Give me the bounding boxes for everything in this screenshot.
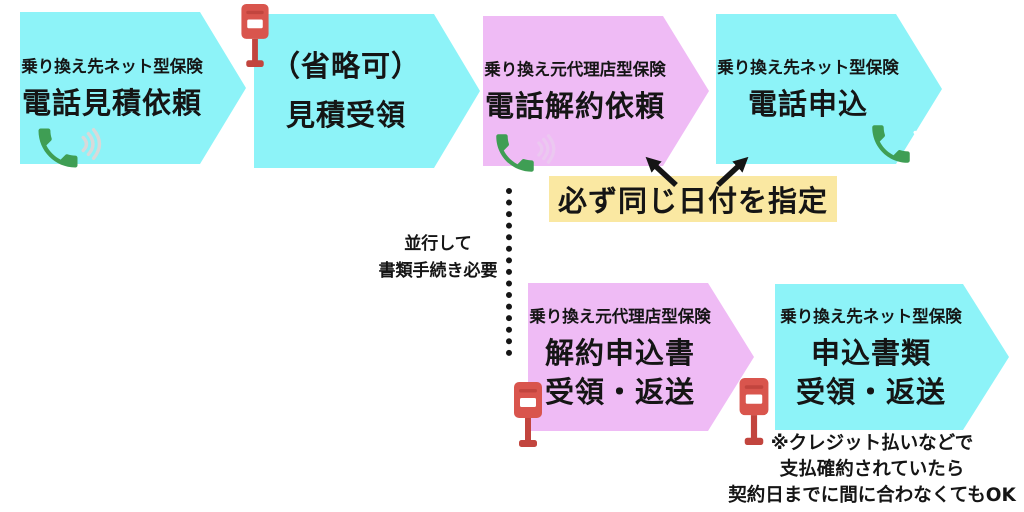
step-tag: 乗り換え元代理店型保険 — [484, 60, 666, 79]
parallel-note: 並行して 書類手続き必要 — [372, 231, 504, 285]
step-phone-quote-request: 乗り換え先ネット型保険 電話見積依頼 — [20, 12, 246, 164]
mailbox-icon — [240, 4, 270, 68]
step-line: 電話申込 — [747, 87, 868, 121]
step-line: 電話解約依頼 — [484, 89, 665, 123]
parallel-note-line: 並行して — [404, 234, 472, 254]
credit-payment-footnote: ※クレジット払いなどで 支払確約されていたら 契約日までに間に合わなくてもOK — [722, 431, 1022, 509]
parallel-dotted-line — [506, 188, 512, 356]
footnote-line: 支払確約されていたら — [779, 459, 965, 480]
mailbox-icon — [512, 382, 544, 448]
step-line: （省略可） — [270, 49, 421, 83]
step-line: 受領・返送 — [795, 374, 946, 409]
step-line: 電話見積依頼 — [21, 86, 202, 120]
footnote-line: ※クレジット払いなどで — [770, 433, 974, 454]
step-line: 申込書類 — [810, 335, 931, 370]
step-cancel-form-return: 乗り換え元代理店型保険 解約申込書 受領・返送 — [528, 283, 754, 431]
parallel-note-line: 書類手続き必要 — [378, 261, 498, 281]
step-apply-docs-return: 乗り換え先ネット型保険 申込書類 受領・返送 — [775, 284, 1009, 430]
same-date-callout: 必ず同じ日付を指定 — [549, 176, 837, 222]
step-quote-receipt: （省略可） 見積受領 — [254, 14, 480, 168]
sound-waves-icon — [913, 123, 934, 155]
sound-waves-icon — [537, 134, 556, 164]
mailbox-icon — [738, 378, 770, 446]
callout-pointer-arrows — [645, 156, 749, 188]
step-phone-apply: 乗り換え先ネット型保険 電話申込 — [716, 14, 942, 164]
step-line: 受領・返送 — [544, 374, 695, 409]
step-tag: 乗り換え先ネット型保険 — [21, 57, 203, 76]
phone-icon — [32, 119, 104, 177]
step-tag: 乗り換え元代理店型保険 — [529, 306, 711, 326]
step-tag: 乗り換え先ネット型保険 — [780, 306, 962, 326]
phone-icon — [866, 116, 936, 172]
footnote-line: 契約日までに間に合わなくてもOK — [728, 485, 1016, 506]
sound-waves-icon — [81, 128, 102, 160]
phone-icon — [490, 125, 558, 181]
step-phone-cancel-request: 乗り換え元代理店型保険 電話解約依頼 — [483, 16, 709, 166]
step-line: 解約申込書 — [544, 335, 695, 370]
step-line: 見積受領 — [285, 98, 406, 132]
step-tag: 乗り換え先ネット型保険 — [717, 58, 899, 77]
